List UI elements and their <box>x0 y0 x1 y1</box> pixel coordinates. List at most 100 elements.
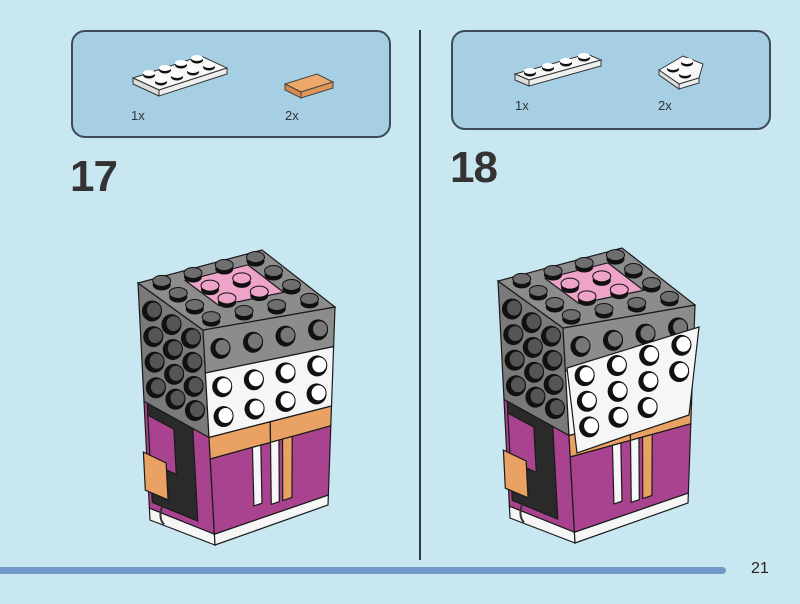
shirt-stripe <box>611 442 623 505</box>
white-stud <box>279 363 296 381</box>
side-stud <box>165 315 182 333</box>
brickheadz-model-step-17 <box>136 249 337 546</box>
side-stud <box>528 362 545 380</box>
top-stud <box>574 257 594 270</box>
top-stud <box>152 274 172 287</box>
top-stud <box>300 292 319 305</box>
column-divider <box>419 30 421 560</box>
side-stud <box>526 337 543 355</box>
shirt-stripe <box>629 437 640 504</box>
white-stud <box>583 417 600 435</box>
side-stud <box>166 339 183 357</box>
part-qty: 1x <box>131 108 145 123</box>
white-stud <box>642 371 659 389</box>
base-right-face <box>213 494 329 546</box>
brickheadz-model-step-18 <box>496 247 700 544</box>
shirt-stripe <box>281 435 293 502</box>
side-stud <box>544 326 561 344</box>
top-stud <box>642 276 661 289</box>
side-stud <box>147 327 164 345</box>
top-stud <box>660 290 679 303</box>
white-stud <box>248 399 265 417</box>
top-stud <box>183 266 203 279</box>
white-wedge-face <box>566 326 700 454</box>
white-stud <box>217 407 234 425</box>
side-stud <box>574 336 591 354</box>
side-stud <box>525 313 542 331</box>
side-stud <box>168 364 185 382</box>
white-stud <box>216 377 233 395</box>
page-number: 21 <box>751 560 769 577</box>
white-wedge-plate-icon <box>658 55 704 90</box>
white-plate-1x4-icon <box>513 53 603 87</box>
side-stud <box>214 338 231 356</box>
top-stud <box>624 263 643 276</box>
side-stud <box>509 376 526 394</box>
side-stud <box>529 387 546 405</box>
side-stud <box>145 301 162 319</box>
top-stud <box>185 299 205 312</box>
top-stud <box>609 283 629 296</box>
top-stud <box>168 286 188 299</box>
top-stud <box>627 296 647 309</box>
white-stud <box>611 381 628 399</box>
step-number: 18 <box>450 143 498 192</box>
white-stud <box>279 391 296 409</box>
top-stud <box>561 309 581 322</box>
step-number: 17 <box>70 152 118 201</box>
side-stud <box>546 350 563 368</box>
top-stud <box>560 277 580 290</box>
white-stud <box>311 356 328 374</box>
white-stud <box>610 356 627 374</box>
backpack-cord <box>519 504 525 524</box>
shirt-stripe <box>251 444 263 507</box>
top-stud <box>249 285 269 298</box>
side-stud <box>279 326 296 344</box>
side-stud <box>186 352 203 370</box>
part-qty: 2x <box>285 108 299 123</box>
shirt-stripe <box>269 439 280 506</box>
side-stud <box>149 378 166 396</box>
white-stud <box>247 370 264 388</box>
side-stud <box>507 325 524 343</box>
backpack-strap <box>502 449 529 499</box>
side-stud <box>312 320 329 338</box>
side-stud <box>505 299 522 317</box>
side-stud <box>188 401 205 419</box>
white-stud <box>641 398 658 416</box>
side-stud <box>639 324 656 342</box>
side-stud <box>184 328 201 346</box>
side-stud <box>548 399 565 417</box>
top-stud <box>200 279 220 292</box>
top-stud <box>512 272 532 285</box>
white-stud <box>580 391 597 409</box>
top-stud <box>545 297 565 310</box>
progress-bar <box>0 567 726 574</box>
side-stud <box>187 376 204 394</box>
side-stud <box>148 352 165 370</box>
side-stud <box>606 330 623 348</box>
parts-callout-step-17: 1x 2x <box>71 30 391 138</box>
white-stud <box>578 366 595 384</box>
top-stud <box>543 264 563 277</box>
top-stud <box>234 305 254 318</box>
base-right-face <box>573 492 689 544</box>
top-stud <box>264 265 283 278</box>
backpack-cord <box>159 506 165 526</box>
white-stud <box>673 362 690 380</box>
top-stud <box>267 298 287 311</box>
top-stud <box>201 311 221 324</box>
side-stud <box>547 374 564 392</box>
top-stud <box>592 270 612 283</box>
top-stud <box>577 290 597 303</box>
backpack-strap <box>142 451 169 501</box>
top-stud <box>282 278 301 291</box>
white-stud <box>643 345 660 363</box>
top-stud <box>606 249 625 262</box>
top-stud <box>246 251 265 264</box>
shirt-stripe <box>641 433 653 500</box>
top-stud <box>217 292 237 305</box>
top-stud <box>214 259 234 272</box>
side-stud <box>169 389 186 407</box>
